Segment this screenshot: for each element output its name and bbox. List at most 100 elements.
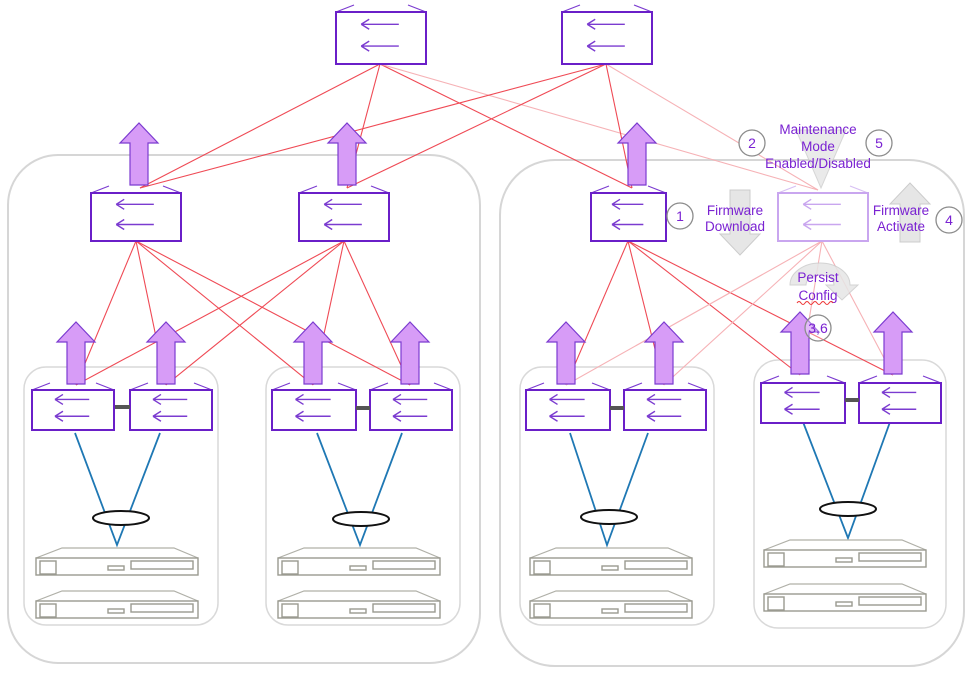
step-2-number: 2	[748, 135, 756, 151]
fabric-link	[565, 240, 629, 386]
step-3-6-circle	[804, 314, 832, 342]
server	[763, 539, 927, 568]
tor-switch	[760, 375, 846, 424]
leaf-switch	[298, 185, 390, 242]
uplink-arrow-icon	[872, 311, 914, 375]
spine-switch	[335, 4, 427, 65]
uplink-arrow-icon	[55, 321, 97, 385]
switch-arrows-icon	[802, 198, 841, 231]
switch-arrows-icon	[392, 393, 428, 422]
step-1-circle	[666, 202, 694, 230]
tor-switch	[623, 382, 707, 431]
tor-switch	[31, 382, 115, 431]
host-links	[74, 421, 891, 548]
fabric-links	[75, 63, 894, 386]
uplink-arrow-icon	[389, 321, 431, 385]
switch-arrows-icon	[360, 18, 399, 52]
switch-arrows-icon	[115, 198, 154, 231]
fabric-link	[75, 240, 137, 386]
rack-container	[519, 366, 715, 626]
uplink-arrow-icon	[145, 321, 187, 385]
maintenance-label: Maintenance	[779, 122, 856, 137]
server	[277, 590, 441, 619]
maintenance-arrow-icon	[795, 129, 847, 190]
switch-arrows-icon	[295, 393, 331, 422]
tor-switch	[369, 382, 453, 431]
maintenance-label: Enabled/Disabled	[765, 156, 871, 171]
step-labels: Maintenance Mode Enabled/Disabled Firmwa…	[705, 122, 929, 305]
tor-switch	[129, 382, 213, 431]
switch-arrows-icon	[549, 393, 585, 422]
pod-left-container	[7, 154, 481, 664]
firmware-activate-label: Activate	[877, 219, 925, 234]
fabric-link	[165, 240, 345, 386]
server	[529, 590, 693, 619]
tor-switch	[858, 375, 942, 424]
firmware-download-label: Firmware	[707, 203, 763, 218]
rack-container	[23, 366, 219, 626]
rack-container	[265, 366, 461, 626]
isl-links	[115, 398, 859, 410]
fabric-link	[627, 240, 894, 376]
uplink-arrow-icon	[545, 321, 587, 385]
step-3-6-number: 3,6	[808, 320, 828, 336]
fabric-link	[605, 63, 819, 191]
uplink-arrow-icon	[616, 122, 658, 186]
persist-config-arrow-icon	[789, 262, 860, 301]
step-5-number: 5	[875, 135, 883, 151]
server	[529, 547, 693, 576]
bond-ellipses	[92, 501, 877, 527]
maintenance-label: Mode	[801, 139, 835, 154]
fabric-link	[75, 240, 345, 386]
switch-arrows-icon	[881, 386, 917, 415]
firmware-download-label: Download	[705, 219, 765, 234]
uplink-arrows	[55, 122, 914, 385]
leaf-switch	[90, 185, 182, 242]
switch-arrows-icon	[54, 393, 90, 422]
fabric-link	[343, 240, 411, 386]
fabric-link	[663, 240, 823, 386]
leaf-switch	[590, 185, 667, 242]
activate-arrow-icon	[888, 182, 932, 243]
uplink-arrow-icon	[779, 311, 821, 375]
tor-switch	[525, 382, 611, 431]
rack-container	[753, 359, 947, 629]
server	[763, 583, 927, 612]
fabric-link	[627, 240, 801, 376]
fabric-link	[135, 240, 314, 386]
spellcheck-underline	[796, 301, 834, 305]
persist-config-label: Persist	[797, 270, 839, 285]
server	[277, 547, 441, 576]
step-1-number: 1	[676, 208, 684, 224]
step-markers: 1 2 5 4 3,6	[666, 129, 963, 342]
uplink-arrow-icon	[118, 122, 160, 186]
persist-config-label: Config	[798, 288, 837, 303]
uplink-arrow-icon	[643, 321, 685, 385]
pod-right-container	[499, 159, 965, 667]
uplink-arrow-icon	[326, 122, 368, 186]
fabric-link	[565, 240, 823, 386]
server	[35, 547, 199, 576]
server	[35, 590, 199, 619]
switch-arrows-icon	[323, 198, 362, 231]
fabric-link	[135, 240, 411, 386]
step-4-circle	[935, 206, 963, 234]
fabric-link	[379, 63, 633, 189]
uplink-arrow-icon	[292, 321, 334, 385]
fabric-link	[379, 63, 819, 191]
fabric-link	[139, 63, 607, 189]
switch-arrows-icon	[586, 18, 625, 52]
switch-arrows-icon	[611, 198, 644, 231]
switch-arrows-icon	[152, 393, 188, 422]
switch-arrows-icon	[646, 393, 682, 422]
tor-switch	[271, 382, 357, 431]
fabric-link	[346, 63, 607, 189]
switch-arrows-icon	[784, 386, 820, 415]
step-2-circle	[738, 129, 766, 157]
firmware-activate-label: Firmware	[873, 203, 929, 218]
step-4-number: 4	[945, 212, 953, 228]
spine-switch	[561, 4, 653, 65]
fabric-link	[821, 240, 894, 376]
step-5-circle	[865, 129, 893, 157]
